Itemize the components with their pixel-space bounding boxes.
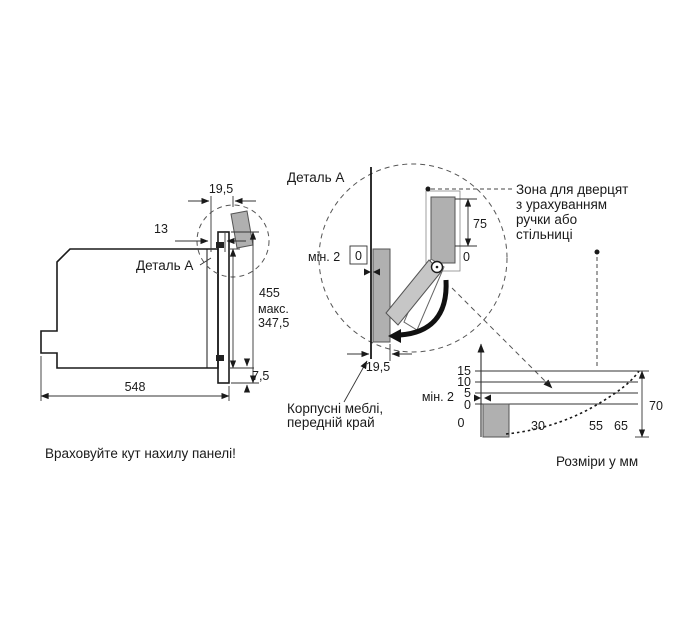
dim-depth-label: 548 [125, 380, 146, 394]
tilt-note: Враховуйте кут нахилу панелі! [45, 446, 236, 461]
gap-arrow-left [364, 268, 371, 276]
door-zone-outline [425, 190, 461, 272]
chart-x-label-55: 55 [589, 419, 603, 433]
dim-height-label: 455 [259, 286, 280, 300]
zone-note-line-3: ручки або [516, 212, 577, 227]
zone-note: Зона для дверцят з урахуванням ручки або… [516, 182, 628, 242]
oven-front-frame [372, 248, 391, 343]
chart-y-label-15: 15 [457, 364, 471, 378]
door-motion-arrow [399, 279, 449, 338]
control-panel-detail [230, 210, 254, 249]
handle-cross-section [482, 403, 510, 438]
cabinet-note: Корпусні меблі, передній край [287, 401, 383, 430]
door-motion-arrowhead [388, 329, 401, 343]
chart-y-label-0: 0 [464, 398, 471, 412]
dim-max-value-label: 347,5 [258, 316, 289, 330]
dim-front-offset-label: 19,5 [366, 360, 390, 374]
clearance-zone-curve [505, 370, 640, 435]
cabinet-note-line-2: передній край [287, 415, 375, 430]
cabinet-leader-arrow [343, 360, 368, 403]
clearance-zone-diagram: 15 10 5 0 мін. 2 0 30 55 65 70 [422, 343, 663, 438]
dim-max-prefix-label: макс. [258, 302, 289, 316]
dim-bottom-gap-label: 7,5 [252, 369, 269, 383]
dim-zero-label: 0 [463, 250, 470, 264]
dim-zero-gap-label: 0 [355, 249, 362, 263]
dim-top-offset-label: 19,5 [209, 182, 233, 196]
zone-note-line-1: Зона для дверцят [516, 182, 628, 197]
oven-side-view [40, 204, 270, 384]
chart-gap-arrow-right [484, 394, 491, 402]
chart-x-label-30: 30 [531, 419, 545, 433]
chart-y-label-5: 5 [464, 386, 471, 400]
detail-a-circle [318, 163, 508, 353]
chart-x-label-65: 65 [614, 419, 628, 433]
gap-arrow-right [373, 268, 380, 276]
chart-gap-arrow-left [474, 394, 481, 402]
chart-x-label-0: 0 [458, 416, 465, 430]
units-note: Розміри у мм [556, 454, 638, 469]
cabinet-note-line-1: Корпусні меблі, [287, 401, 383, 416]
dim-min-gap-label: мін. 2 [308, 250, 340, 264]
dim-door-zone-label: 75 [473, 217, 487, 231]
side-view-dimensions: 19,5 13 Деталь A 455 макс. 347,5 548 7,5 [40, 182, 289, 401]
zone-leader-dot [425, 186, 431, 192]
zero-gap-box [349, 245, 368, 265]
oven-front-panel [217, 231, 230, 384]
zone-note-line-4: стільниці [516, 227, 573, 242]
panel-seal-bottom [216, 355, 224, 361]
chart-width-dim-label: 70 [649, 399, 663, 413]
hinge-pivot-center [435, 265, 439, 269]
door-closed-position [430, 196, 456, 264]
zone-note-line-2: з урахуванням [516, 197, 607, 212]
dim-panel-label: 13 [154, 222, 168, 236]
panel-seal-top [216, 242, 224, 248]
zone-leader-dot-2 [594, 249, 600, 255]
detail-a-view: Деталь A мін. 2 0 75 0 19,5 [287, 163, 600, 403]
chart-min-gap-label: мін. 2 [422, 390, 454, 404]
detail-a-title: Деталь A [287, 170, 344, 185]
chart-y-label-10: 10 [457, 375, 471, 389]
detail-a-reference-label: Деталь A [136, 258, 193, 273]
